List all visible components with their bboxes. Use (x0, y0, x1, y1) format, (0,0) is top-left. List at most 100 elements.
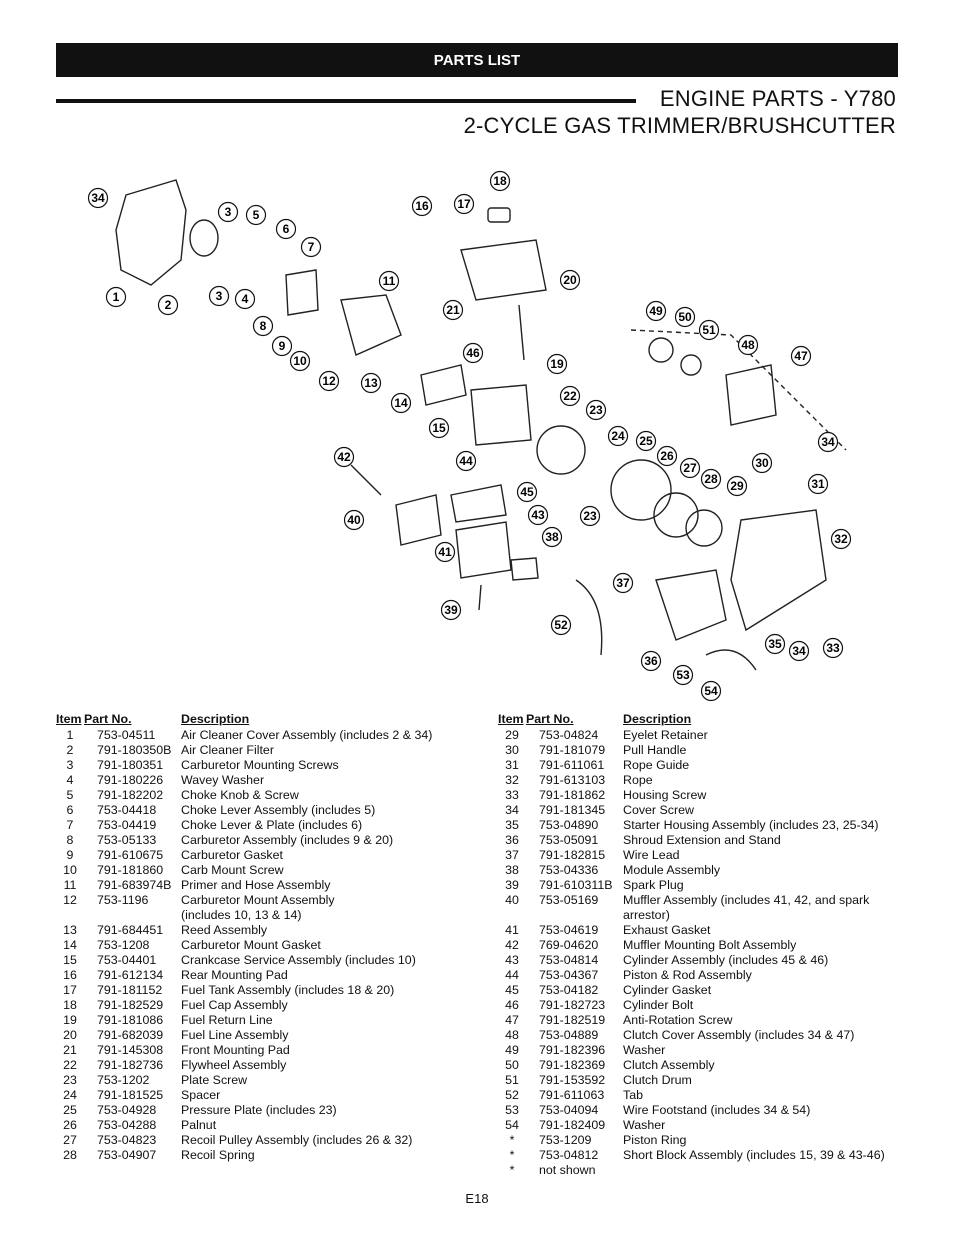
callout-number: 49 (649, 304, 663, 318)
fuel-tank-shape (460, 239, 547, 301)
callout-circle (453, 193, 475, 215)
item-cell: 30 (505, 743, 519, 757)
callout-circle (788, 640, 810, 662)
callout-50: 50 (674, 306, 696, 328)
callout-number: 51 (702, 323, 716, 337)
callout-circle (275, 218, 297, 240)
part-number-cell: 753-1208 (97, 938, 150, 952)
part-number-cell: not shown (539, 1163, 596, 1177)
table-header-row: Item Part No. Description (56, 711, 432, 728)
item-cell: 12 (63, 893, 77, 907)
part-number-cell: 753-04094 (539, 1103, 599, 1117)
description-cell: Washer (623, 1043, 666, 1057)
description-cell: Clutch Assembly (623, 1058, 715, 1072)
callout-number: 5 (253, 208, 260, 222)
description-cell: Cover Screw (623, 803, 694, 817)
header-item: Item (56, 712, 82, 726)
callout-number: 23 (583, 509, 597, 523)
part-number-cell: 791-182409 (539, 1118, 606, 1132)
callout-number: 32 (834, 532, 848, 546)
item-cell: 4 (66, 773, 74, 787)
item-cell: 41 (505, 923, 519, 937)
callout-number: 13 (364, 376, 378, 390)
callout-circle (343, 509, 365, 531)
callout-2: 2 (157, 294, 179, 316)
callout-26: 26 (656, 445, 678, 467)
item-cell: 33 (505, 788, 519, 802)
description-cell: Pressure Plate (includes 23) (181, 1103, 337, 1117)
part-number-cell: 791-153592 (539, 1073, 606, 1087)
callout-46: 46 (462, 342, 484, 364)
callout-circle (434, 541, 456, 563)
callout-circle (442, 299, 464, 321)
callout-circle (300, 236, 322, 258)
callout-20: 20 (559, 269, 581, 291)
item-cell: 15 (63, 953, 77, 967)
callout-circle (790, 345, 812, 367)
callout-number: 50 (678, 310, 692, 324)
callout-circle (726, 475, 748, 497)
part-number-cell: 791-181079 (539, 743, 606, 757)
callout-circle (428, 417, 450, 439)
callout-48: 48 (737, 334, 759, 356)
part-number-cell: 753-04889 (539, 1028, 599, 1042)
part-number-cell: 791-182519 (539, 1013, 606, 1027)
item-cell: 47 (505, 1013, 519, 1027)
part-number-cell: 791-683974B (97, 878, 172, 892)
callout-29: 29 (726, 475, 748, 497)
part-number-cell (526, 908, 623, 923)
callout-circle (817, 431, 839, 453)
page-number: E18 (465, 1191, 489, 1206)
callout-number: 34 (792, 644, 806, 658)
callout-number: 41 (438, 545, 452, 559)
part-number-cell: 753-05169 (539, 893, 599, 907)
part-number-cell: 791-610675 (97, 848, 164, 862)
part-number-cell: 791-182202 (97, 788, 164, 802)
callout-33: 33 (822, 637, 844, 659)
item-cell: 39 (505, 878, 519, 892)
item-cell: 38 (505, 863, 519, 877)
callout-circle (822, 637, 844, 659)
callout-52: 52 (550, 614, 572, 636)
callout-number: 18 (493, 174, 507, 188)
callout-circle (318, 370, 340, 392)
callout-number: 17 (457, 197, 471, 211)
item-cell: 45 (505, 983, 519, 997)
description-cell: Choke Lever Assembly (includes 5) (181, 803, 376, 817)
part-number-cell: 791-182815 (539, 848, 606, 862)
callout-number: 28 (704, 472, 718, 486)
callout-number: 15 (432, 421, 446, 435)
item-cell: 49 (505, 1043, 519, 1057)
callout-32: 32 (830, 528, 852, 550)
item-cell: 29 (505, 728, 519, 742)
part-number-cell: 791-181345 (539, 803, 606, 817)
part-number-cell: 753-1196 (97, 893, 149, 907)
part-number-cell: 753-04619 (539, 923, 599, 937)
title-rule (56, 99, 636, 103)
callout-circle (751, 452, 773, 474)
cylinder-shape (455, 521, 512, 579)
header-item: Item (498, 712, 524, 726)
description-cell: Rope Guide (623, 758, 690, 772)
part-number-cell: 791-612134 (97, 968, 164, 982)
item-cell: 24 (63, 1088, 77, 1102)
callout-number: 23 (589, 403, 603, 417)
part-number-cell: 753-1209 (539, 1133, 592, 1147)
callout-10: 10 (289, 350, 311, 372)
item-cell: 11 (63, 878, 77, 892)
parts-list-banner: PARTS LIST (56, 43, 898, 77)
item-cell: 34 (505, 803, 519, 817)
callout-circle (830, 528, 852, 550)
description-cell: Exhaust Gasket (623, 923, 711, 937)
